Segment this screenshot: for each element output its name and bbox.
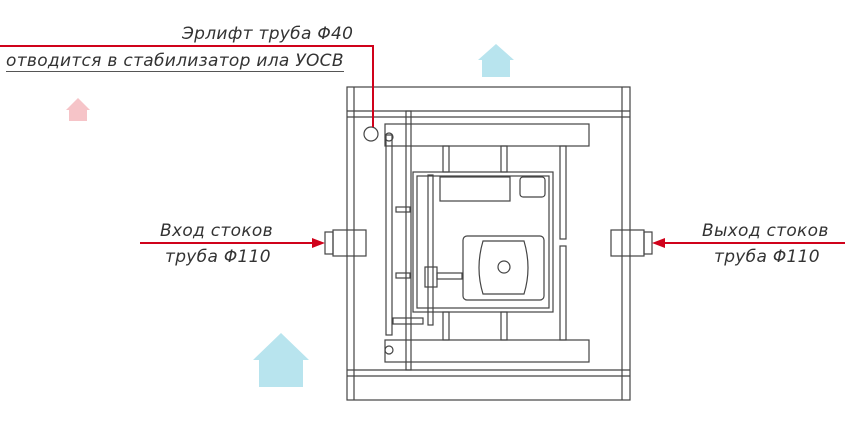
airlift-title-label: Эрлифт труба Φ40 bbox=[182, 24, 354, 44]
outlet-title-label: Выход стоков bbox=[702, 221, 829, 241]
inlet-arrow bbox=[140, 238, 325, 248]
airlift-leader bbox=[0, 45, 374, 127]
house-watermark-icon bbox=[253, 333, 309, 387]
inlet-pipe-label: труба Φ110 bbox=[165, 247, 271, 267]
house-watermark-icon bbox=[478, 44, 514, 77]
inlet-pipe bbox=[324, 229, 367, 257]
airlift-note-label: отводится в стабилизатор ила УОСВ bbox=[6, 51, 344, 72]
outlet-arrow bbox=[652, 238, 845, 248]
septic-tank-plan bbox=[346, 86, 631, 401]
house-watermark-icon bbox=[66, 98, 90, 121]
outlet-pipe bbox=[610, 229, 653, 257]
outlet-pipe-label: труба Φ110 bbox=[714, 247, 820, 267]
inlet-title-label: Вход стоков bbox=[160, 221, 273, 241]
